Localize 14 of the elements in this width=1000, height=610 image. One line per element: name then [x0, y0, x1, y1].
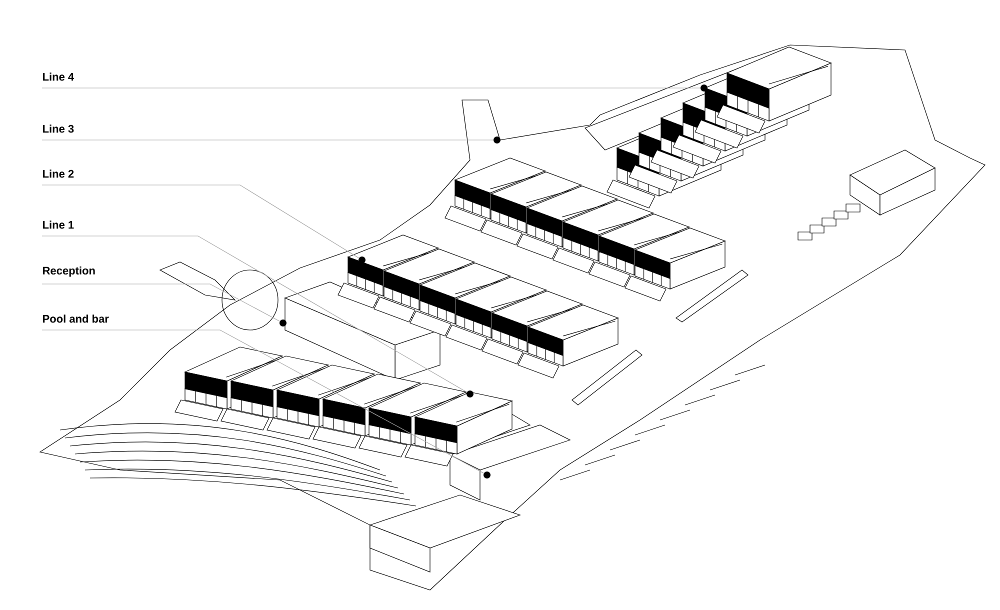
marker-dot: [494, 136, 500, 144]
marker-dot: [484, 472, 490, 478]
marker-dot: [280, 320, 286, 326]
label-text: Line 4: [43, 72, 74, 81]
label-text: Pool and bar: [43, 314, 109, 323]
leader-line: [42, 236, 468, 392]
marker-dot: [700, 84, 708, 92]
label-text: Reception: [43, 266, 95, 277]
leader-line: [42, 184, 360, 258]
label-text: Line 1: [43, 220, 74, 229]
leader-line: [42, 330, 484, 474]
marker-dot: [466, 390, 474, 398]
label-text: Line 3: [43, 124, 74, 133]
label-text: Line 2: [43, 170, 74, 178]
